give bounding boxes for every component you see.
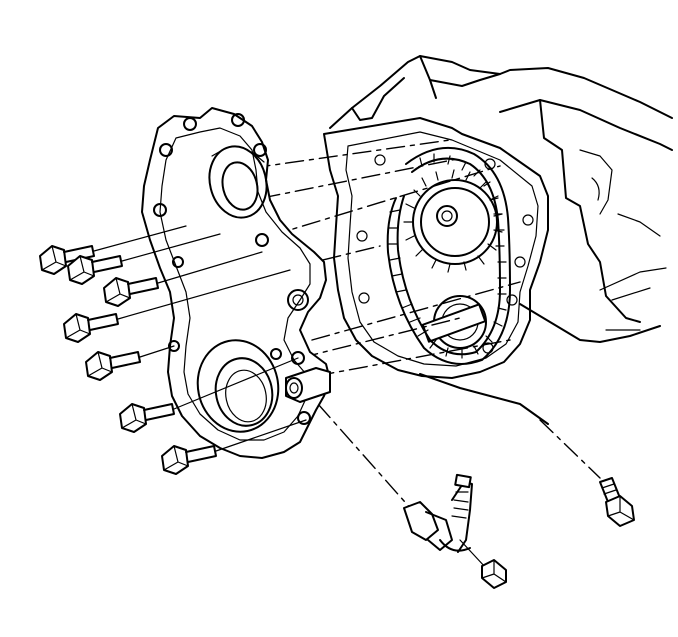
cover-bolt-set — [39, 225, 307, 475]
sensor-retaining-bolt — [459, 539, 507, 589]
oil-pan-bolt — [599, 477, 635, 527]
timing-chain-assembly — [386, 147, 511, 365]
crankshaft-sprocket — [421, 295, 487, 349]
cover-crankshaft-seal-bore — [196, 339, 280, 433]
cover-bolt-5 — [85, 345, 175, 381]
cover-bolt-2 — [67, 233, 221, 285]
crankshaft-position-sensor — [403, 473, 473, 553]
sensor-boss — [285, 367, 331, 403]
alignment-centerlines — [251, 139, 601, 511]
cover-bolt-3 — [103, 251, 263, 307]
cover-bolt-7 — [161, 419, 307, 475]
cover-bolt-1 — [39, 225, 187, 275]
cover-bolt-6 — [119, 357, 299, 433]
camshaft-sprocket — [403, 169, 503, 273]
cover-bolt-bosses — [153, 113, 311, 425]
front-timing-cover — [141, 107, 331, 459]
cover-upper-bore — [208, 145, 268, 219]
cover-bolt-4 — [63, 269, 291, 343]
engine-block — [329, 55, 673, 425]
